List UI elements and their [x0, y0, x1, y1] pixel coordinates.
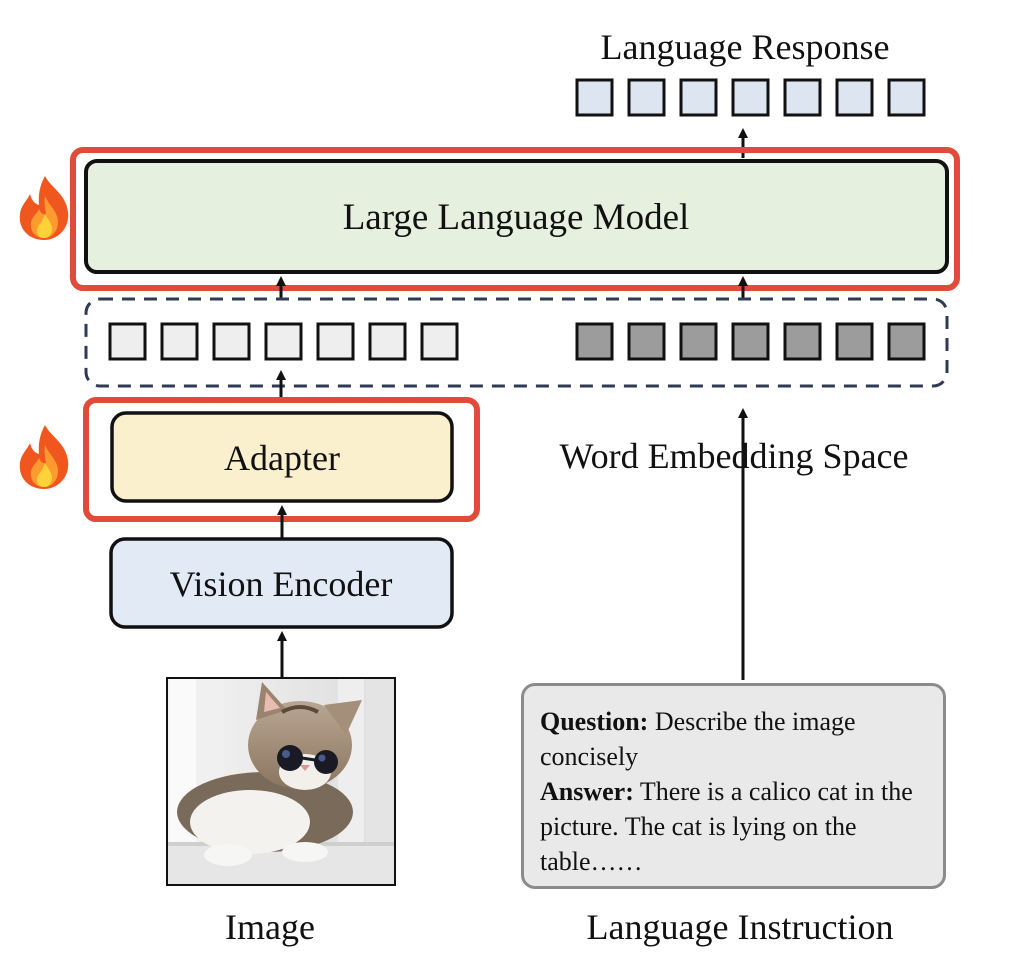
response-token — [887, 78, 926, 117]
adapter-label: Adapter — [224, 438, 340, 478]
response-token — [575, 78, 614, 117]
response-token-row — [575, 78, 926, 117]
visual-token — [264, 322, 303, 361]
response-token — [627, 78, 666, 117]
llm-trainable-highlight — [70, 147, 960, 291]
word-embedding-space-label: Word Embedding Space — [559, 436, 908, 476]
response-token — [679, 78, 718, 117]
language-instruction-box: Question: Describe the image concisely A… — [521, 683, 946, 889]
image-label: Image — [225, 907, 315, 947]
text-token — [835, 322, 874, 361]
text-token — [679, 322, 718, 361]
text-token — [731, 322, 770, 361]
response-token — [783, 78, 822, 117]
visual-token — [160, 322, 199, 361]
answer-text: There is a calico cat in the picture. Th… — [540, 777, 913, 876]
cat-photo — [166, 677, 396, 886]
text-token — [627, 322, 666, 361]
text-token — [887, 322, 926, 361]
language-response-label: Language Response — [601, 27, 890, 67]
visual-token — [316, 322, 355, 361]
answer-label: Answer: — [540, 777, 634, 806]
flame-icon — [19, 425, 69, 489]
text-token-row — [575, 322, 926, 361]
visual-token — [368, 322, 407, 361]
vision-encoder-label: Vision Encoder — [170, 564, 393, 604]
question-label: Question: — [540, 707, 649, 736]
large-language-model-label: Large Language Model — [343, 197, 690, 238]
visual-token — [108, 322, 147, 361]
flame-icon — [19, 176, 69, 240]
visual-token-row — [108, 322, 459, 361]
response-token — [731, 78, 770, 117]
vision-encoder-box — [109, 537, 454, 629]
question-text: Describe the image concisely — [540, 707, 856, 771]
visual-token — [212, 322, 251, 361]
response-token — [835, 78, 874, 117]
language-instruction-label: Language Instruction — [587, 907, 894, 947]
text-token — [575, 322, 614, 361]
visual-token — [420, 322, 459, 361]
text-token — [783, 322, 822, 361]
large-language-model-box — [84, 159, 949, 274]
word-embedding-space-container — [84, 297, 949, 388]
adapter-box — [110, 411, 454, 503]
